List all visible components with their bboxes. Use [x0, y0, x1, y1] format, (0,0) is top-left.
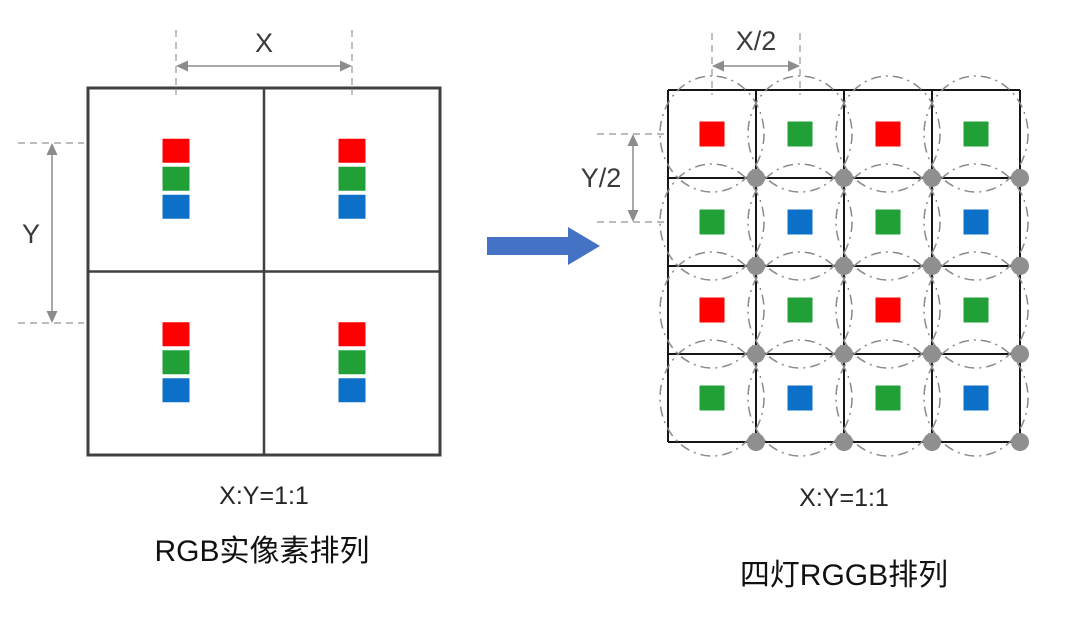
- lamp-dot: [1011, 345, 1029, 363]
- left-y-dimension: Y: [18, 142, 84, 324]
- right-x-label: X/2: [736, 26, 777, 56]
- shared-lamp-ellipse: [747, 163, 853, 281]
- left-title: RGB实像素排列: [154, 535, 369, 568]
- subpixel-B: [162, 194, 190, 219]
- lamp-dot: [835, 433, 853, 451]
- left-diagram: X Y X:Y=1:1 RGB实像素排列: [18, 28, 442, 568]
- lamp-dot: [835, 257, 853, 275]
- left-x-dimension: X: [175, 28, 353, 95]
- right-lamp-dots: [747, 169, 1029, 451]
- shared-lamp-ellipse: [747, 339, 853, 457]
- shared-lamp-ellipse: [747, 251, 853, 369]
- pixel-B: [787, 385, 813, 411]
- shared-lamp-ellipse: [835, 339, 941, 457]
- lamp-dot: [747, 169, 765, 187]
- arrowhead-icon: [176, 60, 188, 72]
- arrowhead-icon: [712, 60, 724, 72]
- lamp-dot: [923, 433, 941, 451]
- arrowhead-icon: [340, 60, 352, 72]
- lamp-dot: [923, 169, 941, 187]
- shared-lamp-ellipse: [923, 339, 1029, 457]
- right-ratio-label: X:Y=1:1: [799, 484, 889, 512]
- lamp-dot: [1011, 433, 1029, 451]
- lamp-dot: [747, 345, 765, 363]
- shared-lamp-ellipse: [923, 163, 1029, 281]
- subpixel-B: [162, 378, 190, 403]
- shared-lamp-ellipse: [923, 75, 1029, 193]
- subpixel-B: [338, 194, 366, 219]
- right-y-dimension: Y/2: [581, 133, 666, 223]
- pixel-B: [963, 209, 989, 235]
- right-arrow-icon: [487, 227, 600, 265]
- lamp-dot: [747, 257, 765, 275]
- shared-lamp-ellipse: [659, 163, 765, 281]
- pixel-B: [787, 209, 813, 235]
- pixel-G: [963, 121, 989, 147]
- arrowhead-icon: [627, 134, 639, 146]
- right-diagram: X/2 Y/2 X:Y=1:1 四灯RGGB排列: [581, 26, 1029, 592]
- pixel-R: [875, 121, 901, 147]
- right-title: 四灯RGGB排列: [740, 559, 948, 592]
- shared-lamp-ellipse: [659, 251, 765, 369]
- lamp-dot: [835, 345, 853, 363]
- left-y-label: Y: [22, 219, 40, 249]
- transform-arrow: [487, 227, 600, 265]
- pixel-R: [699, 297, 725, 323]
- right-pixel-squares: [699, 121, 989, 411]
- left-pixel-stacks: [162, 138, 366, 403]
- arrowhead-icon: [46, 143, 58, 155]
- shared-lamp-ellipse: [835, 75, 941, 193]
- pixel-G: [787, 297, 813, 323]
- arrowhead-icon: [627, 210, 639, 222]
- pixel-G: [875, 385, 901, 411]
- pixel-G: [699, 209, 725, 235]
- lamp-dot: [1011, 257, 1029, 275]
- lamp-dot: [1011, 169, 1029, 187]
- pixel-G: [875, 209, 901, 235]
- left-grid: [86, 86, 442, 457]
- pixel-B: [963, 385, 989, 411]
- pixel-R: [875, 297, 901, 323]
- subpixel-G: [338, 350, 366, 375]
- right-y-label: Y/2: [581, 163, 622, 193]
- lamp-dot: [747, 433, 765, 451]
- left-ratio-label: X:Y=1:1: [219, 482, 309, 510]
- subpixel-R: [162, 322, 190, 347]
- arrowhead-icon: [788, 60, 800, 72]
- pixel-G: [963, 297, 989, 323]
- shared-lamp-ellipse: [835, 251, 941, 369]
- left-grid-outline: [86, 86, 442, 457]
- shared-lamp-ellipse: [659, 339, 765, 457]
- subpixel-R: [162, 138, 190, 163]
- right-x-dimension: X/2: [711, 26, 801, 95]
- pixel-G: [787, 121, 813, 147]
- subpixel-R: [338, 138, 366, 163]
- shared-lamp-ellipse: [835, 163, 941, 281]
- subpixel-G: [338, 166, 366, 191]
- subpixel-G: [162, 166, 190, 191]
- arrowhead-icon: [46, 311, 58, 323]
- right-shared-lamp-ellipses: [659, 75, 1029, 457]
- left-x-label: X: [255, 28, 273, 58]
- subpixel-B: [338, 378, 366, 403]
- shared-lamp-ellipse: [923, 251, 1029, 369]
- pixel-G: [699, 385, 725, 411]
- lamp-dot: [923, 345, 941, 363]
- subpixel-G: [162, 350, 190, 375]
- pixel-R: [699, 121, 725, 147]
- lamp-dot: [835, 169, 853, 187]
- subpixel-R: [338, 322, 366, 347]
- lamp-dot: [923, 257, 941, 275]
